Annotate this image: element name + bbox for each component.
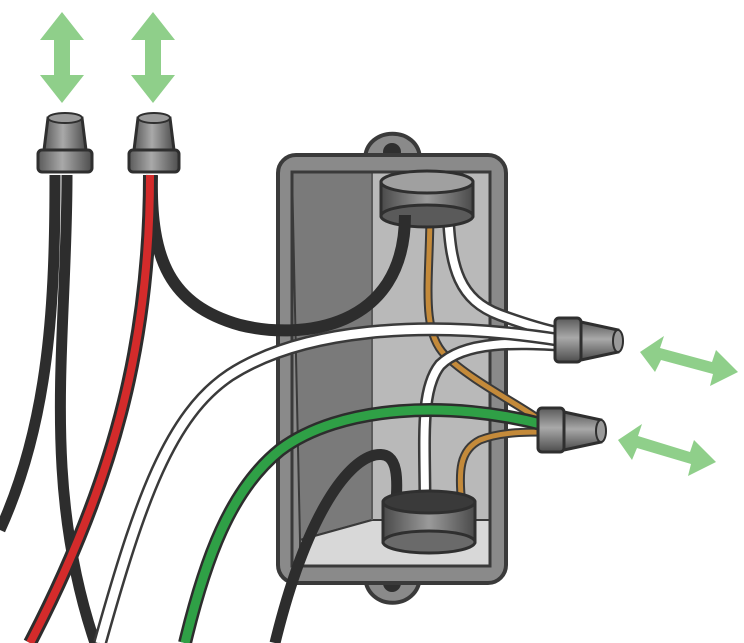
wire-nut-icon [127,112,181,174]
red-wire [23,174,157,643]
black-wire-top-clamp [145,174,411,337]
black-wire-left-2 [54,174,101,643]
inner-wires [269,209,562,643]
wire-nut-icon [36,112,94,174]
bottom-cable-clamp [381,489,477,555]
top-cable-clamp [379,169,475,229]
double-headed-vertical-arrow-icon [40,12,84,103]
double-headed-diagonal-arrow-icon [640,336,738,386]
black-wire-left-1 [0,174,61,533]
double-headed-diagonal-arrow-icon [618,424,716,476]
double-headed-vertical-arrow-icon [131,12,175,103]
wire-nut-icon [536,406,607,454]
external-wires [0,174,562,643]
wire-nut-icon [553,316,624,364]
black-wire-bottom-clamp [269,449,403,643]
